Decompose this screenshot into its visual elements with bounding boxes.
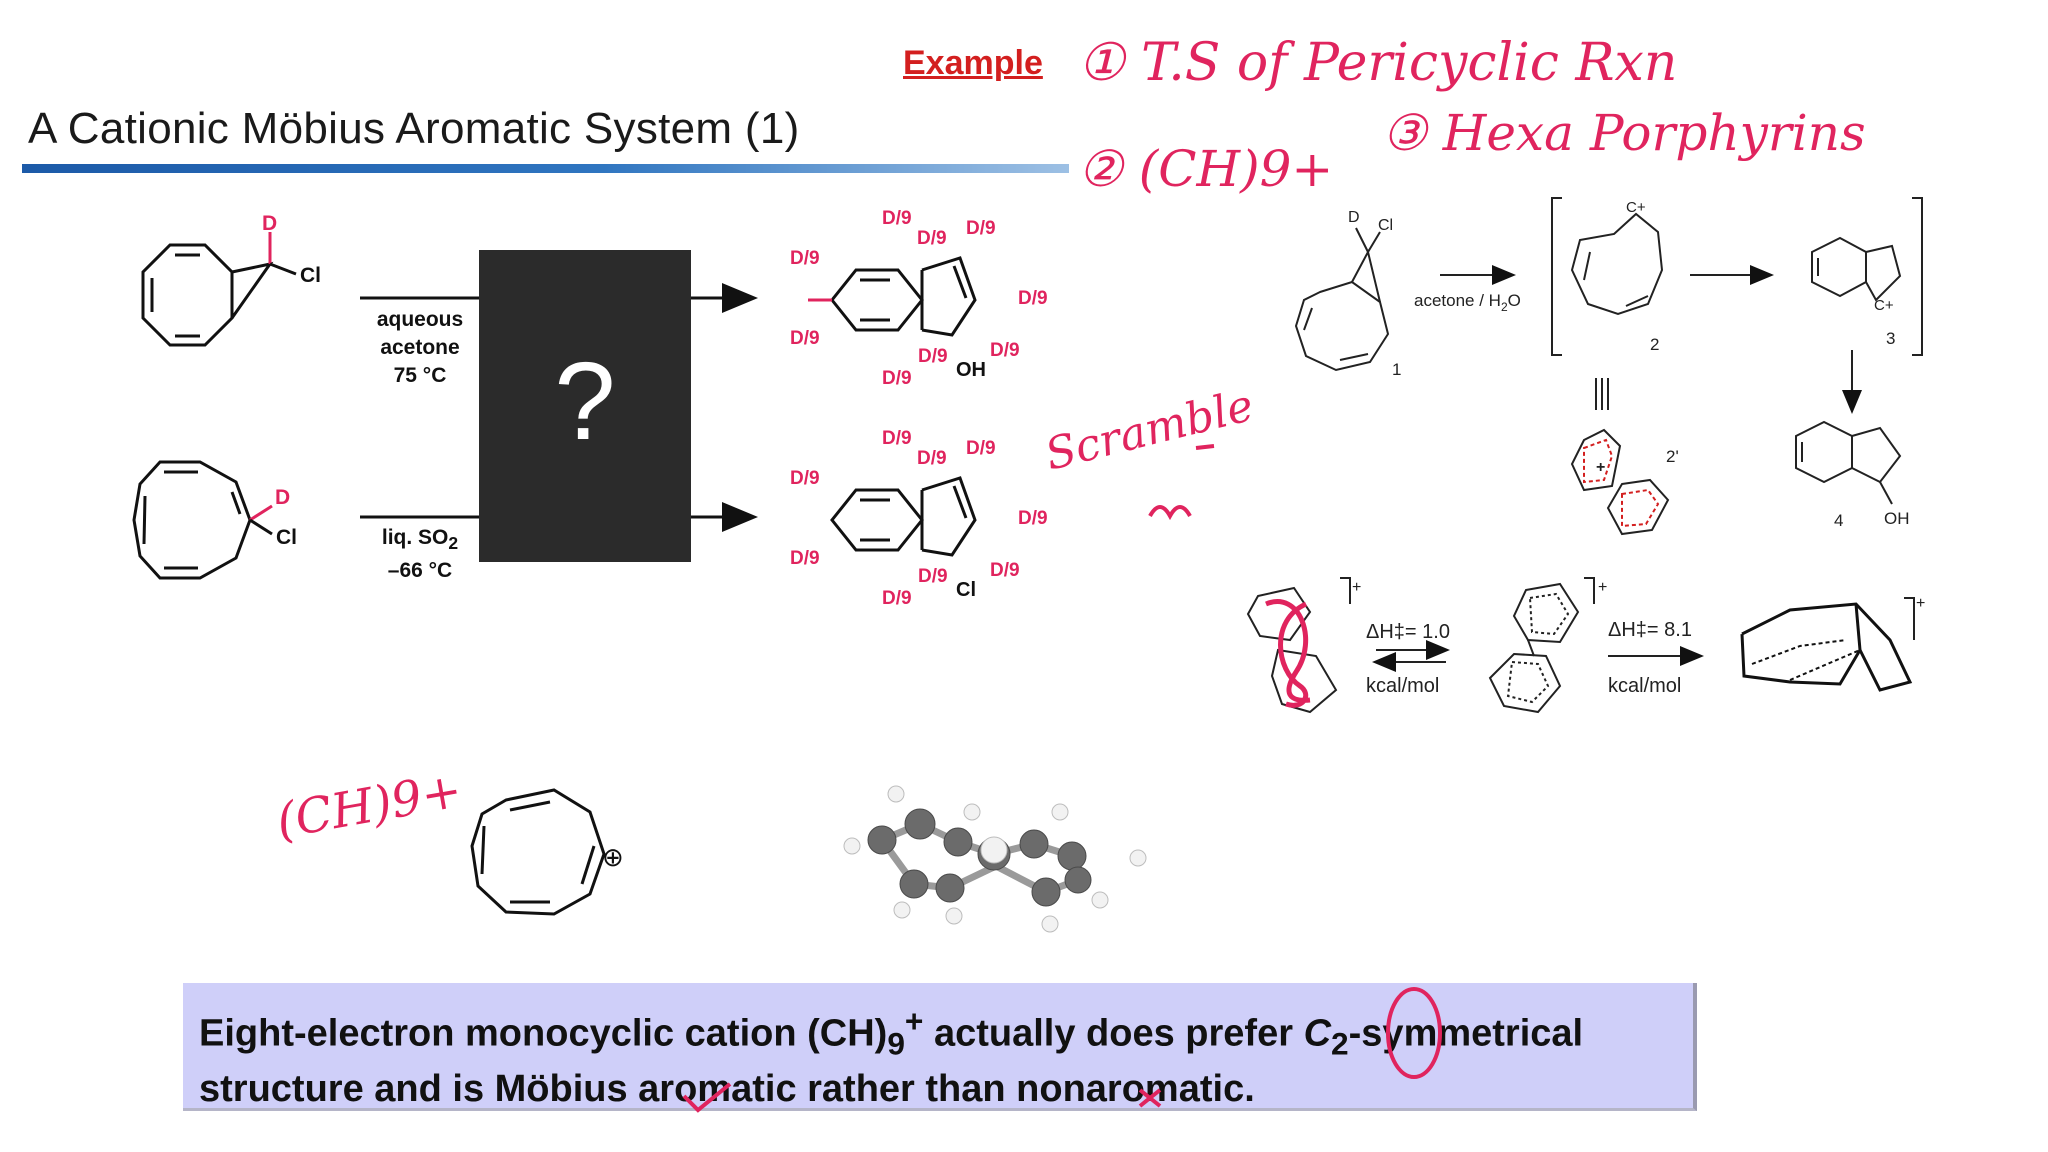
top-d9-9: D/9: [882, 368, 912, 389]
bot-d9-3: D/9: [966, 438, 996, 459]
bicyclic-cation: [1740, 602, 1913, 692]
ball-and-stick-model: [843, 785, 1147, 933]
note-item-2: ② (CH)9+: [1078, 140, 1333, 198]
note-c2-sub: 2: [1331, 1025, 1349, 1062]
example-label: Example: [903, 44, 1043, 82]
bot-d9-8: D/9: [990, 560, 1020, 581]
top-d9-5: D/9: [1018, 288, 1048, 309]
note-text-1: Eight-electron monocyclic cation (CH): [199, 1012, 888, 1055]
starting-material-top: [141, 232, 297, 347]
top-sm-d: D: [262, 212, 277, 235]
black-box: ?: [479, 250, 691, 562]
bottom-product-cl: Cl: [956, 579, 976, 601]
bottom-conditions: liq. SO2 –66 °C: [362, 524, 478, 585]
mech-reagent: acetone / H2O: [1414, 291, 1521, 314]
reaction-arrows: [360, 283, 758, 532]
note-item-1: ① T.S of Pericyclic Rxn: [1078, 33, 1677, 93]
compound-4-number: 4: [1834, 511, 1843, 530]
compound-4-oh: OH: [1884, 509, 1910, 528]
top-condition-2: acetone: [380, 336, 460, 359]
bot-d9-5: D/9: [1018, 508, 1048, 529]
bot-d9-2: D/9: [917, 448, 947, 469]
note-item-3: ③ Hexa Porphyrins: [1382, 104, 1866, 162]
bottom-sm-d: D: [275, 486, 290, 509]
starting-material-bottom: [132, 460, 273, 580]
bot-d9-1: D/9: [882, 428, 912, 449]
bottom-condition-sub: 2: [448, 533, 459, 554]
bottom-sm-cl: Cl: [276, 526, 297, 549]
top-conditions: aqueous acetone 75 °C: [362, 306, 478, 390]
question-mark: ?: [554, 339, 616, 463]
top-d9-2: D/9: [917, 228, 947, 249]
compound-3-number: 3: [1886, 329, 1895, 348]
note-scramble: Scramble: [1040, 380, 1258, 481]
compound-2-number: 2: [1650, 335, 1659, 354]
barrier-1: ΔH‡= 1.0: [1366, 621, 1450, 643]
barrier-2: ΔH‡= 8.1: [1608, 619, 1692, 641]
charge-bracket-a: [1340, 577, 1351, 604]
mech-d: D: [1348, 209, 1360, 226]
product-bottom: [830, 476, 977, 557]
cation-2-label: C+: [1626, 199, 1646, 216]
bottom-condition-1: liq. SO: [381, 526, 449, 549]
top-condition-3: 75 °C: [393, 364, 447, 387]
mech-cl: Cl: [1378, 217, 1393, 234]
title-underline: [22, 164, 1069, 173]
bot-d9-7: D/9: [918, 566, 948, 587]
bracket: [1551, 197, 1923, 356]
compound-2prime-number: 2': [1666, 447, 1679, 466]
top-d9-4: D/9: [790, 248, 820, 269]
spiro-2prime: [1570, 428, 1670, 536]
top-d9-3: D/9: [966, 218, 996, 239]
indenyl-cation-label: C+: [1874, 297, 1894, 314]
product-top-labels: D/9 D/9 D/9 D/9 D/9 D/9 D/9 D/9 D/9: [790, 208, 1048, 389]
note-sup: +: [904, 1003, 924, 1039]
units-2: kcal/mol: [1608, 675, 1681, 697]
units-1: kcal/mol: [1366, 675, 1439, 697]
product-bottom-labels: D/9 D/9 D/9 D/9 D/9 D/9 D/9 D/9 D/9: [790, 428, 1048, 609]
cation-2: [1570, 212, 1664, 316]
note-c2: C: [1303, 1012, 1332, 1055]
spiro-charge: +: [1596, 459, 1605, 476]
bottom-condition-2: –66 °C: [387, 559, 453, 583]
note-text-line2: structure and is Möbius aromatic rather …: [199, 1068, 1255, 1111]
charge-c: +: [1916, 595, 1925, 612]
product-top: [808, 256, 977, 337]
charge-bracket-b: [1584, 577, 1595, 604]
ch9-cation-ring: [470, 788, 606, 916]
top-d9-7: D/9: [918, 346, 948, 367]
charge-a: +: [1352, 579, 1361, 596]
bot-d9-6: D/9: [790, 548, 820, 569]
bot-d9-4: D/9: [790, 468, 820, 489]
compound-1-number: 1: [1392, 360, 1401, 379]
slide-title: A Cationic Möbius Aromatic System (1): [28, 104, 800, 153]
conformer-b: [1488, 582, 1580, 714]
bot-d9-9: D/9: [882, 588, 912, 609]
charge-bracket-c: [1904, 597, 1915, 640]
top-d9-8: D/9: [990, 340, 1020, 361]
top-sm-cl: Cl: [300, 264, 321, 287]
top-product-oh: OH: [956, 359, 986, 381]
handwritten-notes: ① T.S of Pericyclic Rxn ② (CH)9+ ③ Hexa …: [272, 33, 1865, 850]
indenyl-cation-3: [1811, 236, 1902, 302]
oplus-symbol: ⊕: [602, 843, 624, 873]
indenol-4: [1795, 420, 1902, 505]
note-text-2: actually does prefer: [923, 1012, 1304, 1055]
charge-b: +: [1598, 579, 1607, 596]
conformer-a: [1246, 586, 1338, 714]
equivalence-lines: [1595, 378, 1609, 410]
top-d9-6: D/9: [790, 328, 820, 349]
note-sub: 9: [887, 1025, 905, 1062]
top-d9-1: D/9: [882, 208, 912, 229]
top-condition-1: aqueous: [376, 308, 464, 331]
mechanism-compound-1: [1294, 227, 1390, 372]
handwritten-marks: [682, 444, 1442, 1113]
note-ch9: (CH)9+: [272, 762, 466, 850]
